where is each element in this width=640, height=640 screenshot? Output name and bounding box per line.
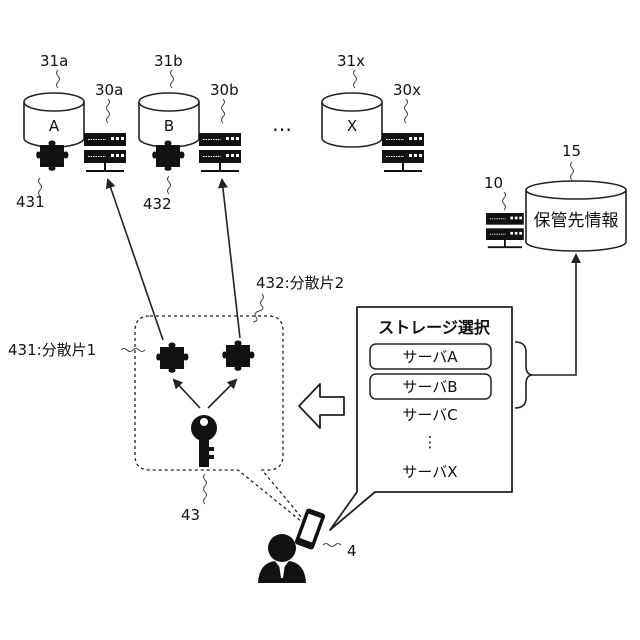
smartphone-icon[interactable]	[294, 508, 326, 551]
storage-info-db: 保管先情報	[526, 181, 626, 251]
selection-brace	[515, 342, 533, 408]
leader-line	[121, 349, 145, 352]
leader-line	[107, 99, 110, 123]
storage-b-label: B	[164, 117, 174, 135]
shard-1-label: 431:分散片1	[8, 341, 96, 359]
server-icon	[382, 133, 424, 171]
leader-line	[571, 162, 574, 180]
storage-a-label: A	[49, 117, 60, 135]
record-arrow	[533, 255, 576, 375]
leader-line	[253, 294, 264, 322]
server-list-ellipsis: ⋮	[423, 433, 438, 451]
server-option-label: サーバB	[402, 378, 457, 396]
ref-30a: 30a	[95, 81, 123, 99]
selection-title: ストレージ選択	[378, 318, 491, 337]
puzzle-piece-icon[interactable]	[156, 343, 188, 373]
ref-30b: 30b	[210, 81, 239, 99]
server-option-label: サーバA	[402, 348, 458, 366]
puzzle-piece-icon	[36, 141, 68, 171]
storage-b: B	[139, 93, 199, 147]
leader-line	[57, 70, 60, 88]
leader-line	[222, 99, 225, 123]
ref-10: 10	[484, 174, 503, 192]
ref-31b: 31b	[154, 52, 183, 70]
distribution-arrow	[222, 180, 240, 338]
shard-2-label: 432:分散片2	[256, 274, 344, 292]
leader-line	[354, 70, 357, 88]
storage-x: X	[322, 93, 382, 147]
server-option-b[interactable]: サーバB	[370, 374, 491, 399]
key-icon[interactable]	[191, 415, 217, 467]
storage-info-label: 保管先情報	[534, 211, 619, 231]
server-option-a[interactable]: サーバA	[370, 344, 491, 369]
ref-31x: 31x	[337, 52, 365, 70]
puzzle-piece-icon[interactable]	[222, 341, 254, 371]
ref-15: 15	[562, 142, 581, 160]
leader-line	[204, 474, 207, 504]
server-option-x[interactable]: サーバX	[402, 463, 457, 481]
leader-line	[168, 176, 171, 194]
server-icon	[84, 133, 126, 171]
split-arrow	[174, 380, 200, 408]
server-icon	[199, 133, 241, 171]
ref-432: 432	[143, 195, 172, 213]
split-arrow	[208, 380, 236, 408]
ref-30x: 30x	[393, 81, 421, 99]
block-arrow-icon	[299, 384, 344, 428]
storage-x-label: X	[347, 117, 357, 135]
storage-a: A	[24, 93, 84, 147]
puzzle-piece-icon	[152, 141, 184, 171]
ref-4: 4	[347, 542, 357, 560]
server-option-c[interactable]: サーバC	[402, 406, 457, 424]
leader-line	[405, 99, 408, 123]
ref-43: 43	[181, 506, 200, 524]
ref-431: 431	[16, 193, 45, 211]
server-icon	[486, 213, 524, 247]
ref-31a: 31a	[40, 52, 68, 70]
storage-ellipsis: …	[272, 112, 292, 136]
leader-line	[323, 544, 341, 547]
leader-line	[503, 192, 506, 210]
leader-line	[171, 70, 174, 88]
